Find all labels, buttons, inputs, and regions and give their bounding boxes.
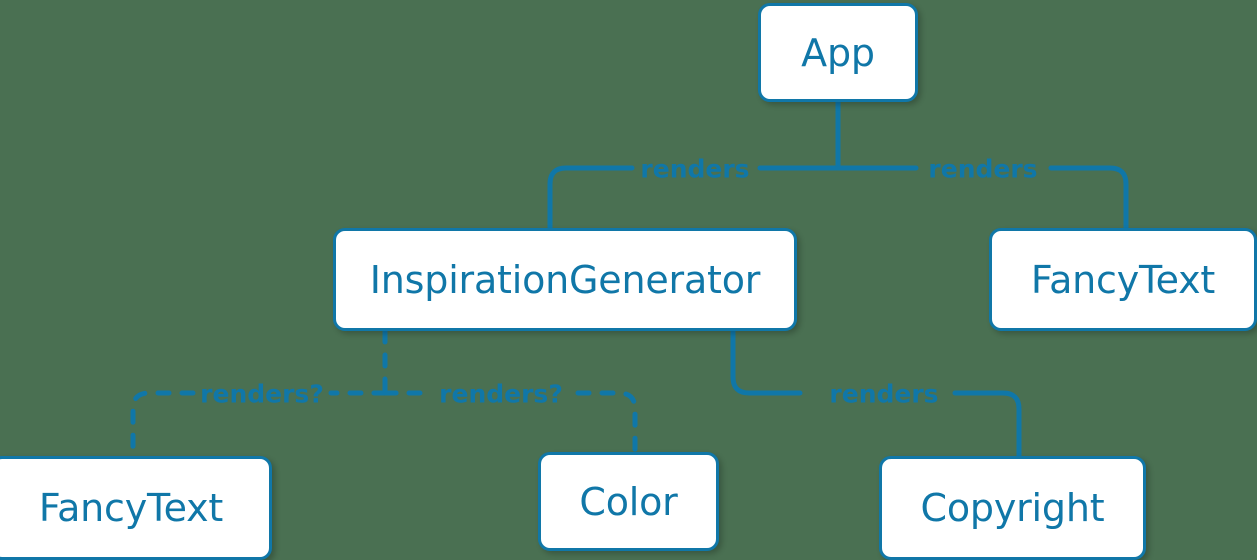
- node-app-label: App: [801, 30, 875, 75]
- edge-label-app-to-fancytext: renders: [928, 154, 1038, 184]
- edge-inspiration-to-copyright-left-seg: [730, 328, 803, 396]
- node-fancytext-bottom-label: FancyText: [38, 486, 224, 530]
- node-fancytext-right[interactable]: FancyText: [989, 228, 1257, 331]
- edge-inspiration-to-copyright-right-seg: [952, 390, 1022, 459]
- edge-label-app-to-inspiration: renders: [640, 154, 750, 184]
- node-copyright[interactable]: Copyright: [879, 456, 1146, 560]
- node-inspiration-generator-label: InspirationGenerator: [369, 257, 761, 302]
- edge-inspiration-to-fancytext-left-seg: [130, 390, 196, 459]
- edge-label-inspiration-to-fancytext: renders?: [200, 379, 324, 409]
- edge-label-inspiration-to-color: renders?: [439, 379, 563, 409]
- node-fancytext-right-label: FancyText: [1030, 257, 1216, 302]
- edge-app-to-fancytext-right-seg: [1048, 165, 1129, 231]
- node-app[interactable]: App: [758, 3, 918, 102]
- edge-inspiration-to-color-right-seg: [575, 390, 638, 459]
- node-color[interactable]: Color: [538, 452, 719, 551]
- node-inspiration-generator[interactable]: InspirationGenerator: [333, 228, 797, 331]
- node-fancytext-bottom[interactable]: FancyText: [0, 456, 272, 560]
- node-copyright-label: Copyright: [920, 486, 1105, 530]
- node-color-label: Color: [579, 479, 678, 524]
- edge-app-to-inspiration-left-seg: [547, 165, 635, 231]
- edge-label-inspiration-to-copyright: renders: [829, 379, 939, 409]
